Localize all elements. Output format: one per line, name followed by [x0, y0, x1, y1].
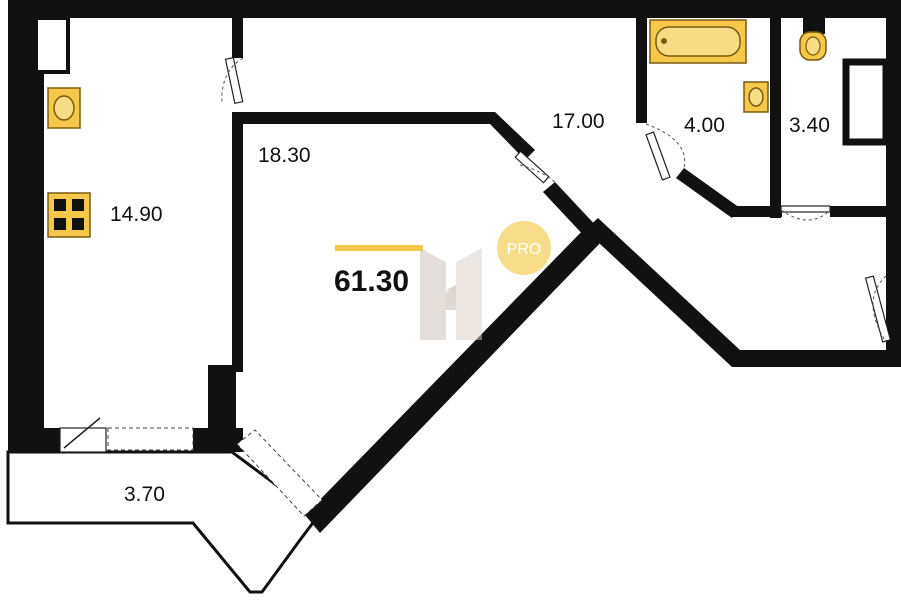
- door-living: [514, 150, 556, 184]
- bathtub-icon: [649, 19, 747, 64]
- h-logo-watermark: [420, 248, 482, 340]
- wall-pillar: [208, 365, 236, 435]
- wall-left: [8, 0, 44, 452]
- room-area-kitchen: 14.90: [110, 203, 163, 226]
- living-balcony-window: [236, 429, 323, 517]
- room-area-bathroom: 4.00: [684, 114, 725, 137]
- room-area-hall: 17.00: [552, 110, 605, 133]
- wall-right: [886, 0, 901, 365]
- kitchen-window: [107, 427, 194, 451]
- room-area-living: 18.30: [258, 144, 311, 167]
- wall-hall-right-lower: [886, 342, 901, 367]
- total-area-accent-bar: [335, 245, 423, 251]
- wall-toilet-bottom: [830, 206, 901, 217]
- wall-bottom-left: [8, 428, 60, 452]
- wall-living-diagonal: [543, 182, 600, 240]
- wall-top: [8, 0, 901, 18]
- room-area-balcony: 3.70: [124, 483, 165, 506]
- wall-kitchen-living: [232, 18, 243, 58]
- wall-bath-left: [636, 18, 647, 123]
- wall-bath-bottom: [732, 206, 782, 217]
- toilet-niche: [842, 58, 890, 146]
- wall-bath-toilet: [770, 18, 781, 218]
- room-area-toilet: 3.40: [789, 114, 830, 137]
- stove-icon: [47, 192, 91, 238]
- balcony-outline: [6, 450, 321, 594]
- total-area: 61.30: [334, 265, 409, 298]
- pro-badge: [497, 221, 551, 275]
- sink-icon: [47, 87, 81, 129]
- wall-bottom-right: [732, 350, 901, 367]
- wall-living-top: [232, 112, 535, 160]
- pro-badge-text: PRO: [507, 241, 542, 258]
- door-toilet: [780, 205, 831, 221]
- kitchen-column: [34, 16, 70, 74]
- sink-icon: [743, 81, 769, 113]
- wall-hall-right: [886, 206, 901, 276]
- wall-kitchen-living-lower: [232, 112, 243, 372]
- toilet-icon: [799, 18, 827, 61]
- door-entrance: [864, 275, 892, 343]
- door-bathroom: [645, 123, 686, 181]
- wall-diagonal-lower: [305, 223, 605, 533]
- door-kitchen: [221, 56, 244, 105]
- door-balcony-kitchen: [59, 417, 107, 453]
- wall-bath-diag: [676, 168, 740, 218]
- wall-diagonal-right: [585, 218, 740, 367]
